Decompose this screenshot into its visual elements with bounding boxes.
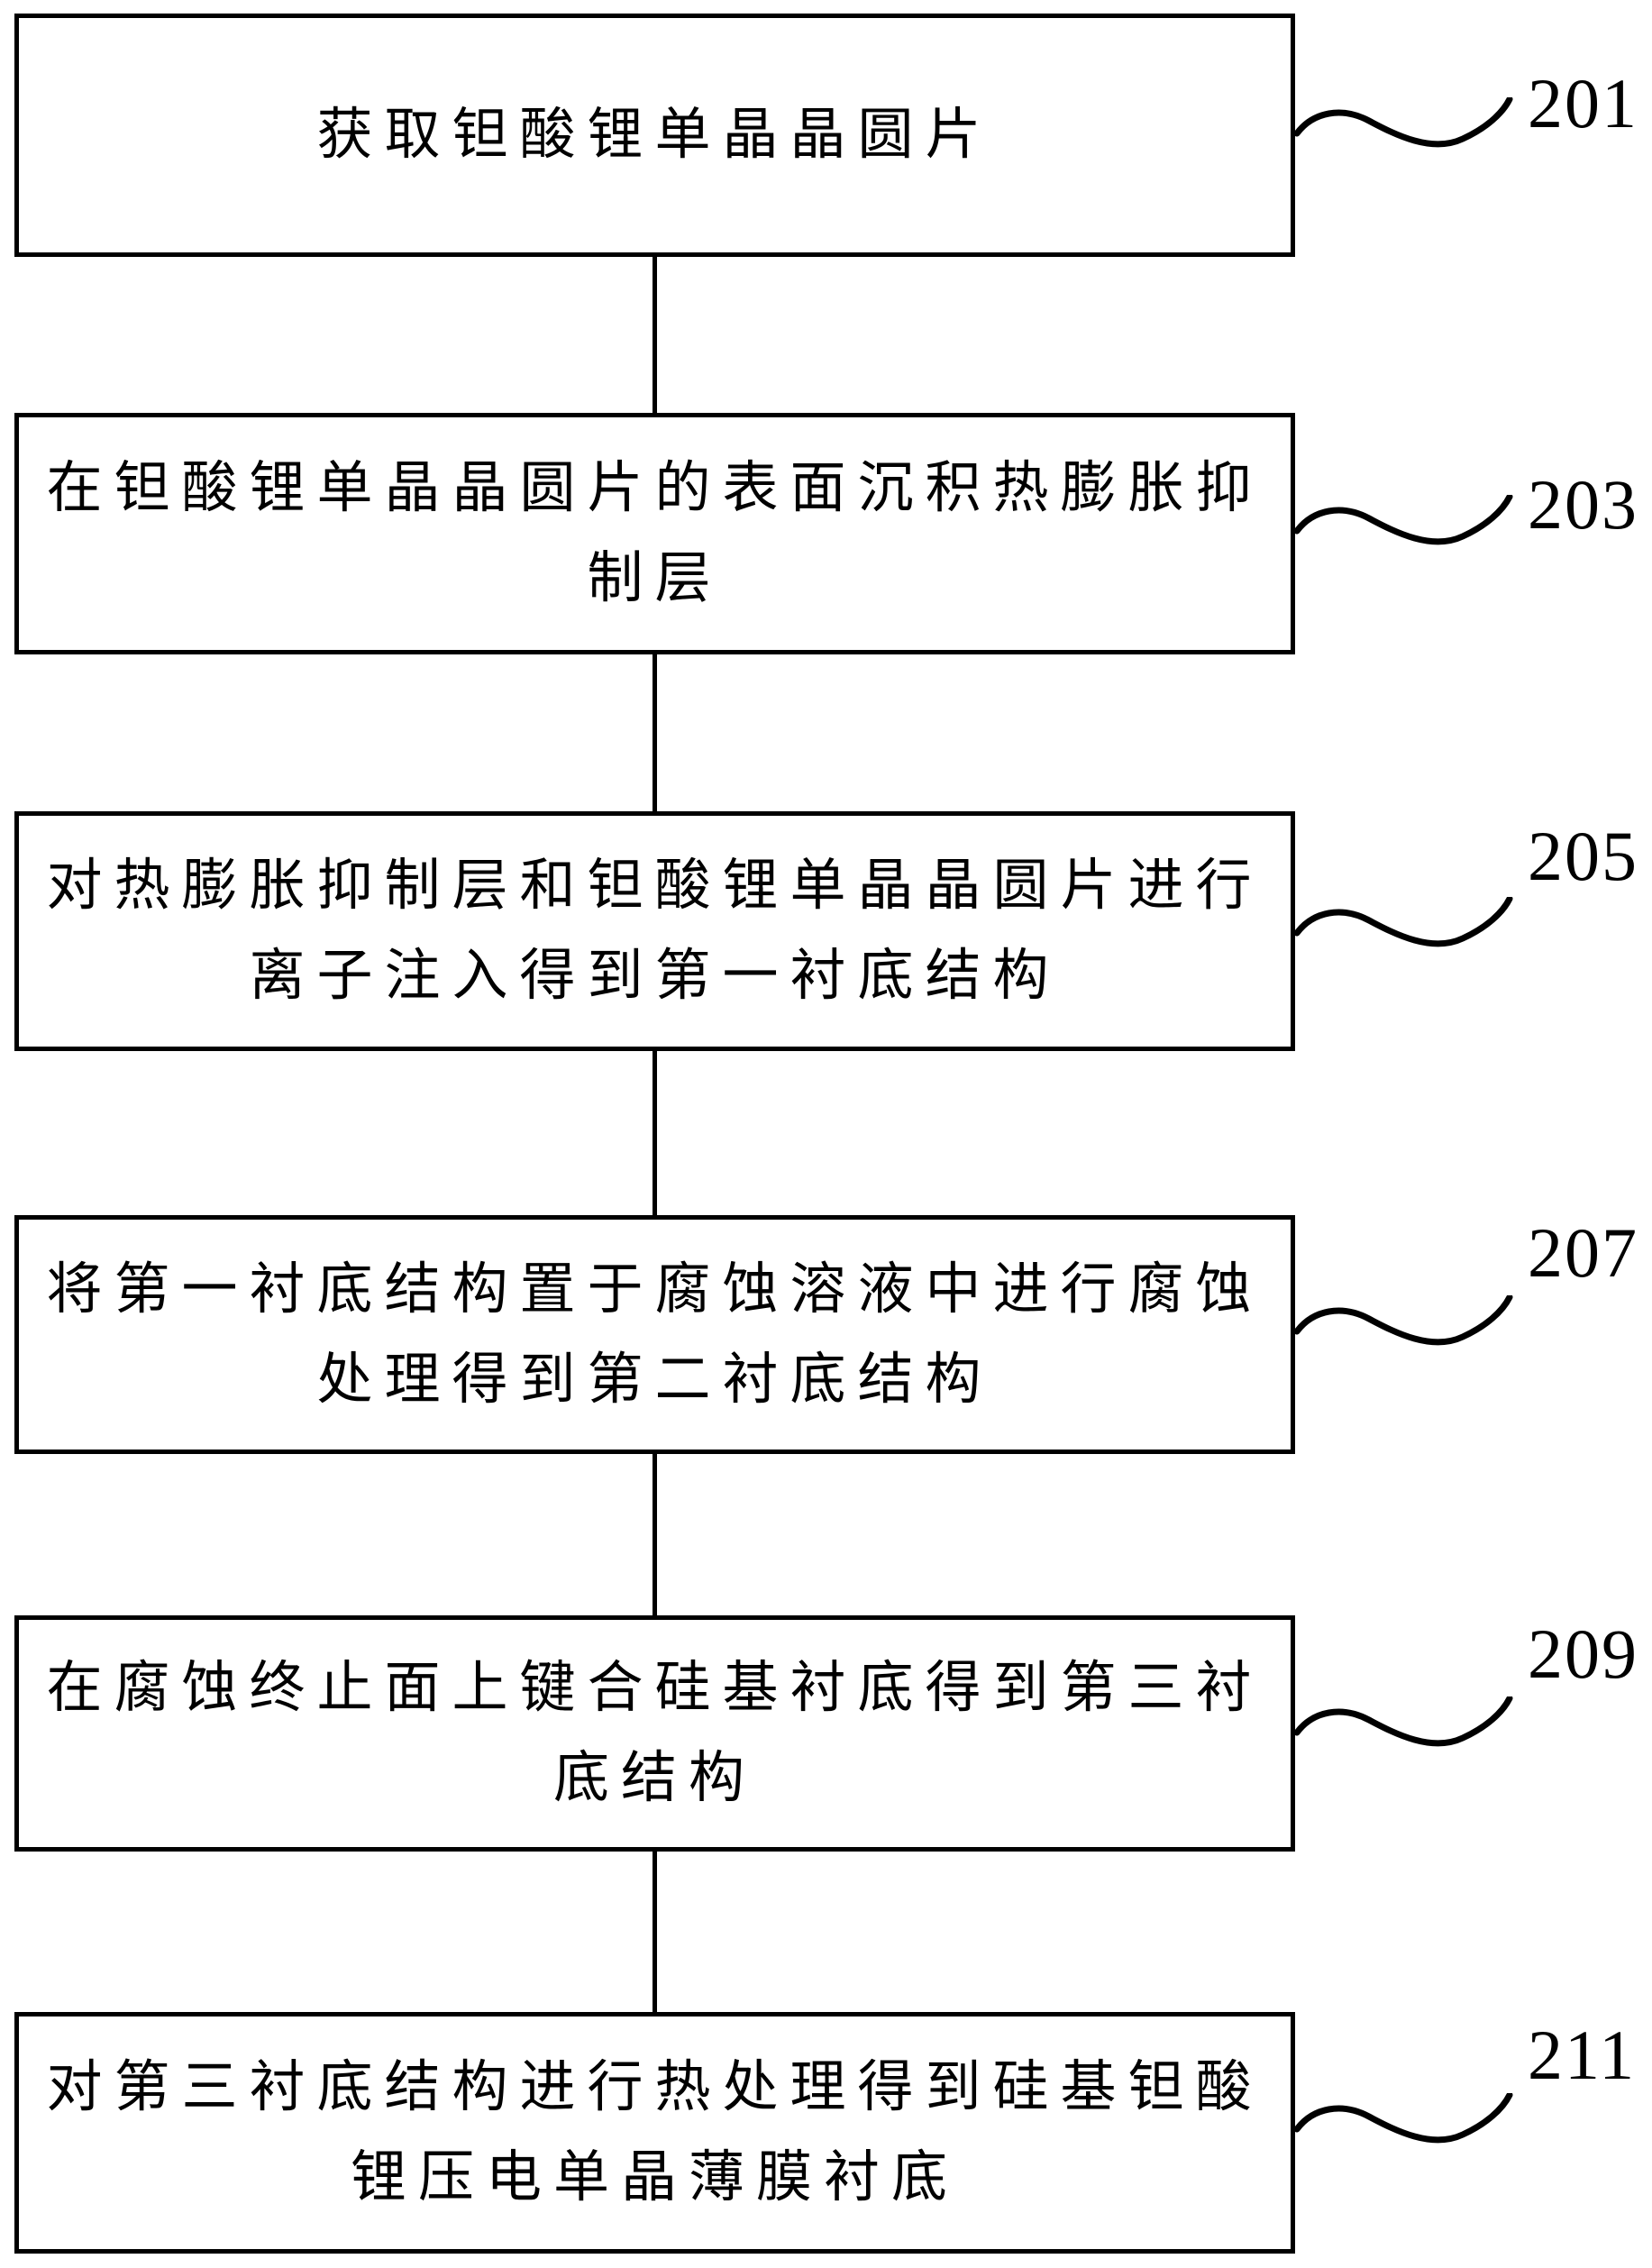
wavy-leader-line-205-icon xyxy=(1295,897,1513,947)
process-box-201-text: 获取钽酸锂单晶晶圆片 xyxy=(316,105,993,166)
reference-number-209: 209 xyxy=(1528,1614,1638,1693)
wavy-leader-line-201-icon xyxy=(1295,97,1513,148)
process-box-203-text: 在钽酸锂单晶晶圆片的表面沉积热膨胀抑 制层 xyxy=(46,458,1264,609)
connector-line-1 xyxy=(653,257,657,413)
connector-line-3 xyxy=(653,1051,657,1215)
connector-line-2 xyxy=(653,654,657,811)
reference-number-203: 203 xyxy=(1528,465,1638,544)
connector-line-4 xyxy=(653,1454,657,1615)
process-box-211: 对第三衬底结构进行热处理得到硅基钽酸 锂压电单晶薄膜衬底 xyxy=(14,2012,1295,2254)
reference-number-211: 211 xyxy=(1528,2016,1637,2094)
process-box-207-text: 将第一衬底结构置于腐蚀溶液中进行腐蚀 处理得到第二衬底结构 xyxy=(46,1258,1264,1411)
wavy-leader-line-203-icon xyxy=(1295,495,1513,545)
process-box-203: 在钽酸锂单晶晶圆片的表面沉积热膨胀抑 制层 xyxy=(14,413,1295,654)
reference-number-205: 205 xyxy=(1528,817,1638,895)
process-box-205: 对热膨胀抑制层和钽酸锂单晶晶圆片进行 离子注入得到第一衬底结构 xyxy=(14,811,1295,1051)
process-box-207: 将第一衬底结构置于腐蚀溶液中进行腐蚀 处理得到第二衬底结构 xyxy=(14,1215,1295,1454)
process-box-211-text: 对第三衬底结构进行热处理得到硅基钽酸 锂压电单晶薄膜衬底 xyxy=(46,2057,1264,2209)
reference-number-207: 207 xyxy=(1528,1213,1638,1292)
wavy-leader-line-211-icon xyxy=(1295,2093,1513,2144)
wavy-leader-line-207-icon xyxy=(1295,1295,1513,1346)
process-box-201: 获取钽酸锂单晶晶圆片 xyxy=(14,14,1295,257)
connector-line-5 xyxy=(653,1852,657,2012)
process-box-209-text: 在腐蚀终止面上键合硅基衬底得到第三衬 底结构 xyxy=(46,1658,1264,1809)
process-box-209: 在腐蚀终止面上键合硅基衬底得到第三衬 底结构 xyxy=(14,1615,1295,1852)
wavy-leader-line-209-icon xyxy=(1295,1696,1513,1747)
process-box-205-text: 对热膨胀抑制层和钽酸锂单晶晶圆片进行 离子注入得到第一衬底结构 xyxy=(46,855,1264,1007)
reference-number-201: 201 xyxy=(1528,64,1638,142)
